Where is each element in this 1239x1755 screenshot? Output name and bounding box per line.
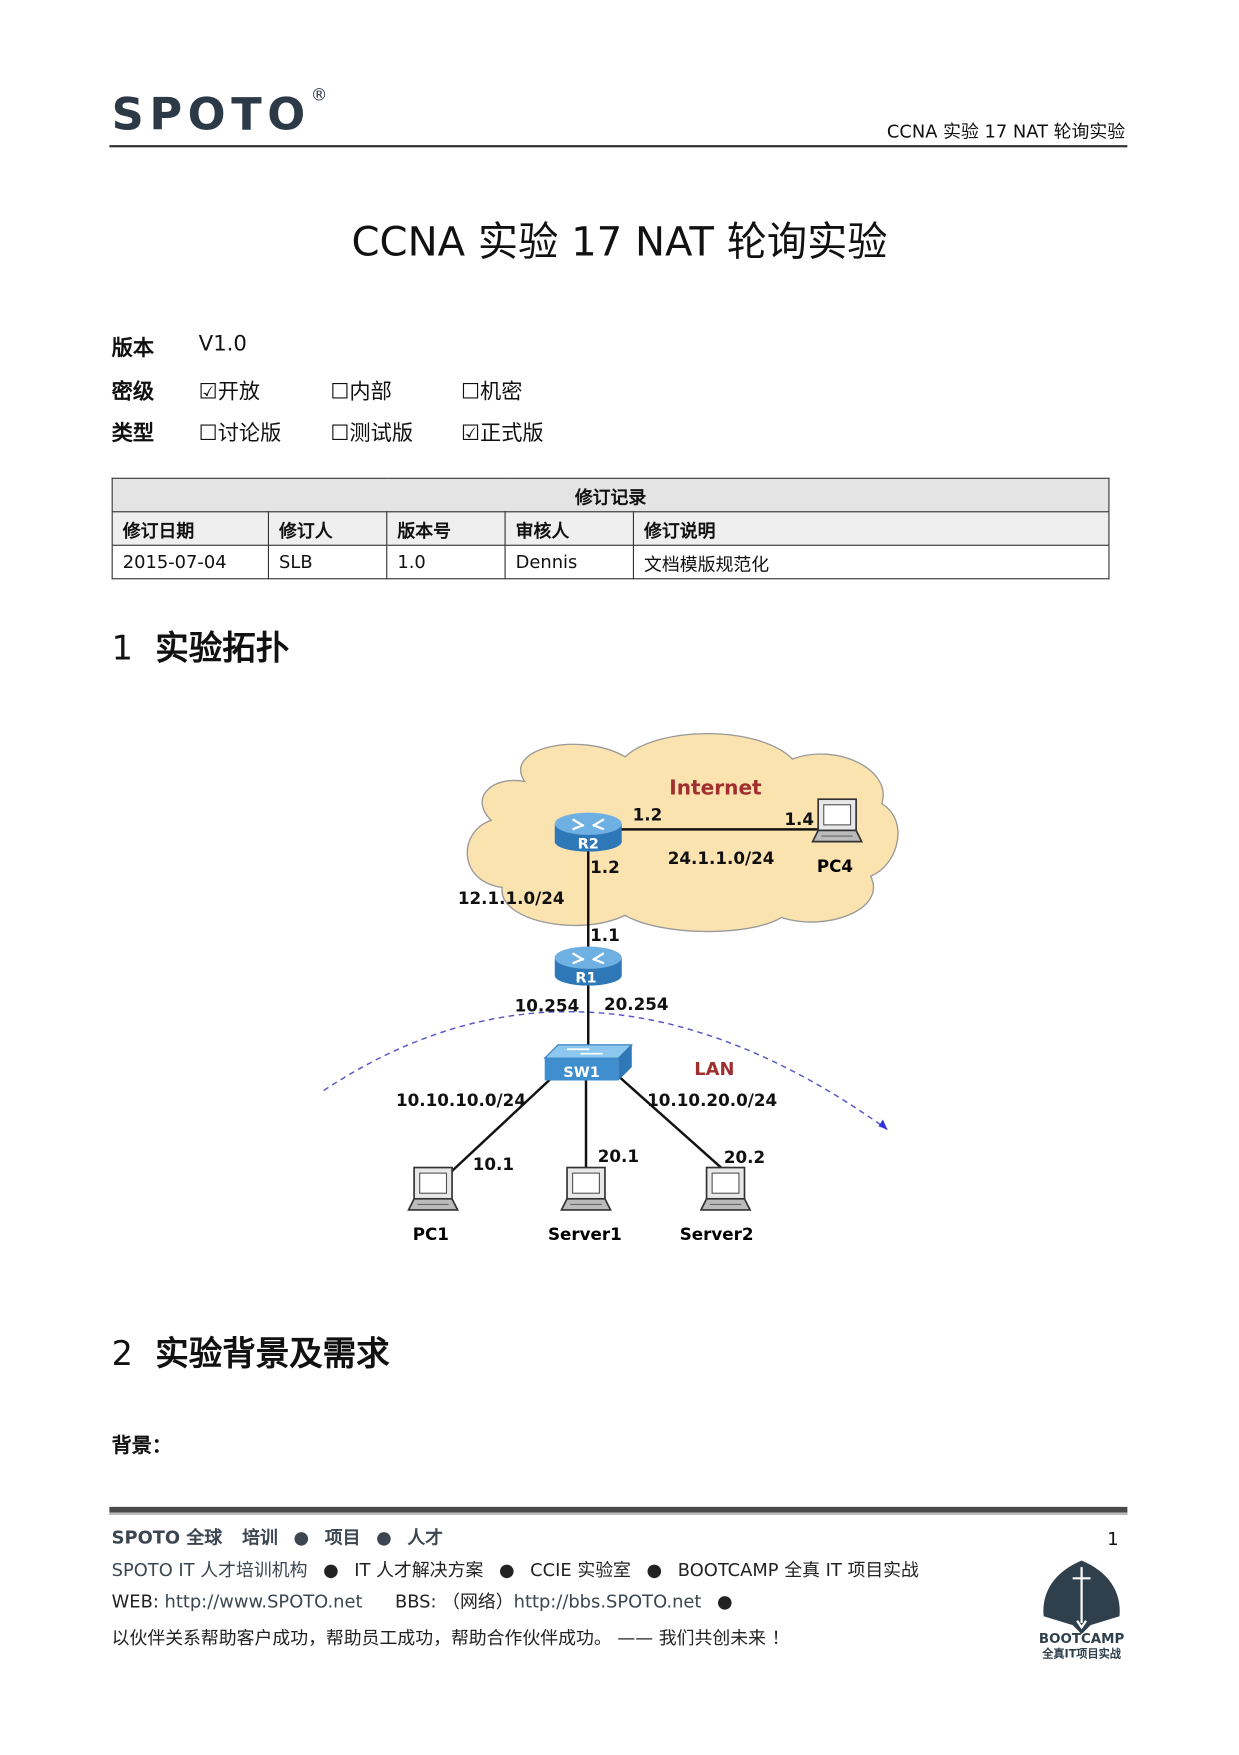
type-option-test[interactable]: ☐测试版 — [330, 420, 414, 446]
network-label: 10.10.10.0/24 — [396, 1090, 526, 1110]
ip-label: 20.1 — [598, 1146, 639, 1166]
table-header-row: 修订日期 修订人 版本号 审核人 修订说明 — [111, 511, 1110, 546]
pc1-computer-icon[interactable] — [407, 1166, 459, 1211]
footer-slogan: 以伙伴关系帮助客户成功，帮助员工成功，帮助合作伙伴成功。 —— 我们共创未来 ！ — [111, 1627, 790, 1649]
registered-mark: ® — [310, 84, 328, 105]
internet-label: Internet — [669, 776, 762, 800]
footer-divider — [109, 1506, 1128, 1515]
internet-cloud — [466, 732, 899, 933]
revision-table: 修订记录 修订日期 修订人 版本号 审核人 修订说明 2015-07-04 SL… — [111, 477, 1110, 580]
links — [450, 828, 821, 1173]
router-r2-icon[interactable] — [554, 812, 622, 852]
server2-label: Server2 — [680, 1224, 754, 1244]
r1-label: R1 — [575, 970, 596, 986]
bootcamp-badge: BOOTCAMP 全真IT项目实战 — [1039, 1560, 1125, 1661]
lan-label: LAN — [694, 1059, 734, 1080]
footer-tagline: SPOTO 全球培训●项目●人才 — [111, 1526, 444, 1549]
server1-label: Server1 — [548, 1224, 622, 1244]
r2-label: R2 — [578, 836, 599, 852]
ip-label: 10.1 — [473, 1154, 514, 1174]
table-row: 2015-07-04 SLB 1.0 Dennis 文档模版规范化 — [111, 544, 1110, 580]
type-option-discussion[interactable]: ☐讨论版 — [198, 420, 282, 446]
badge-title: BOOTCAMP — [1039, 1632, 1125, 1647]
spoto-logo: SPOTO® — [111, 85, 328, 141]
col-header-notes: 修订说明 — [632, 511, 1110, 546]
ip-label: 20.254 — [604, 994, 669, 1014]
network-label: 12.1.1.0/24 — [458, 888, 565, 908]
switch-sw1-icon[interactable] — [543, 1044, 634, 1081]
bbs-link[interactable]: http://bbs.SPOTO.net — [513, 1590, 702, 1612]
server1-computer-icon[interactable] — [560, 1166, 612, 1211]
web-link[interactable]: http://www.SPOTO.net — [164, 1590, 363, 1612]
background-label: 背景： — [111, 1434, 172, 1458]
sw1-label: SW1 — [563, 1065, 600, 1081]
pc4-computer-icon[interactable] — [811, 798, 864, 843]
page-title: CCNA 实验 17 NAT 轮询实验 — [351, 219, 888, 266]
footer-links: WEB: http://www.SPOTO.net BBS: （网络）http:… — [111, 1590, 733, 1612]
ip-label: 20.2 — [724, 1147, 765, 1167]
security-option-internal[interactable]: ☐内部 — [330, 379, 392, 405]
security-option-open[interactable]: ☑开放 — [198, 379, 261, 405]
security-option-secret[interactable]: ☐机密 — [460, 379, 523, 405]
network-label: 10.10.20.0/24 — [647, 1090, 777, 1110]
type-option-official[interactable]: ☑正式版 — [460, 420, 544, 446]
header-doc-title: CCNA 实验 17 NAT 轮询实验 — [886, 120, 1126, 142]
cell-reviser: SLB — [267, 544, 388, 580]
cell-version: 1.0 — [386, 544, 506, 580]
server2-computer-icon[interactable] — [699, 1166, 752, 1211]
ip-label: 1.4 — [784, 809, 814, 829]
cell-notes: 文档模版规范化 — [632, 544, 1110, 580]
logo-text: SPOTO — [111, 89, 311, 141]
col-header-auditor: 审核人 — [504, 511, 635, 546]
traffic-flow-dashed-arrow — [323, 1011, 888, 1131]
pc4-label: PC4 — [817, 856, 853, 876]
arrowhead-icon — [878, 1119, 888, 1130]
network-label: 24.1.1.0/24 — [668, 848, 775, 868]
version-label: 版本 — [111, 335, 155, 361]
header-divider — [109, 145, 1128, 148]
cell-date: 2015-07-04 — [111, 544, 270, 580]
cell-auditor: Dennis — [504, 544, 635, 580]
footer-services: SPOTO IT 人才培训机构●IT 人才解决方案●CCIE 实验室●BOOTC… — [111, 1559, 919, 1581]
badge-subtitle: 全真IT项目实战 — [1041, 1647, 1122, 1661]
ip-label: 1.2 — [633, 804, 663, 824]
col-header-date: 修订日期 — [111, 511, 270, 546]
page-number: 1 — [1107, 1528, 1119, 1550]
ip-label: 10.254 — [515, 995, 580, 1015]
security-label: 密级 — [111, 379, 155, 405]
ip-label: 1.1 — [590, 925, 620, 945]
router-r1-icon[interactable] — [554, 946, 622, 986]
pc1-label: PC1 — [413, 1224, 449, 1244]
type-label: 类型 — [111, 420, 155, 446]
table-caption: 修订记录 — [111, 477, 1110, 513]
version-value: V1.0 — [198, 331, 247, 357]
ip-label: 1.2 — [590, 857, 620, 877]
col-header-reviser: 修订人 — [267, 511, 388, 546]
